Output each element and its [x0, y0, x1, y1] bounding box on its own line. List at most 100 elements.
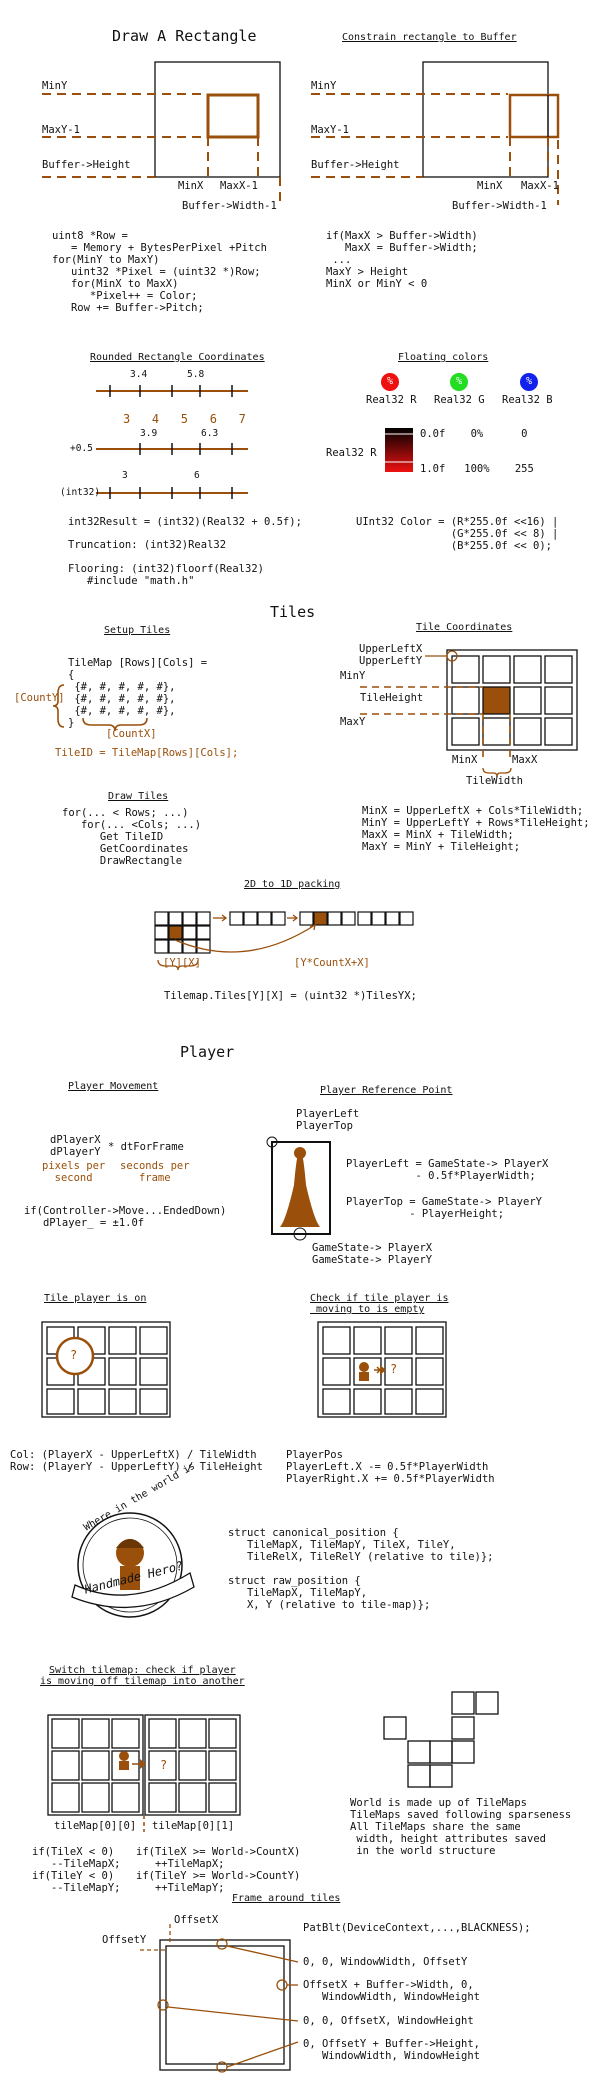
truncation-code: Truncation: (int32)Real32: [68, 539, 227, 551]
packing-title: 2D to 1D packing: [244, 879, 341, 890]
check-question: ?: [390, 1362, 398, 1376]
handmade-hero-badge: [71, 1512, 195, 1618]
switch-code-left: if(TileX < 0) --TileMapX; if(TileY < 0) …: [32, 1846, 121, 1894]
c-maxy-label: MaxY-1: [311, 124, 349, 136]
tile-coords-grid: [360, 649, 578, 778]
draw-tiles-code: for(... < Rows; ...) for(... <Cols; ...)…: [62, 807, 202, 867]
n39: 3.9: [140, 428, 158, 439]
tileid-code: TileID = TileMap[Rows][Cols];: [55, 747, 239, 759]
int32-cast: (int32): [60, 487, 101, 498]
gamestate-label: GameState-> PlayerX GameState-> PlayerY: [312, 1242, 433, 1266]
constrain-code: if(MaxX > Buffer->Width) MaxX = Buffer->…: [326, 230, 478, 290]
tc-minx-label: MinX: [452, 754, 478, 766]
miny-label: MinY: [42, 80, 68, 92]
tc-maxx-label: MaxX: [512, 754, 538, 766]
setup-braces: [52, 684, 148, 732]
county-label: [CountY]: [14, 692, 65, 704]
tile-on-question: ?: [70, 1348, 78, 1362]
switch-grids: [47, 1714, 241, 1832]
player-title: Player: [180, 1043, 235, 1061]
seconds-per-frame: seconds per frame: [120, 1160, 190, 1184]
pos-code: PlayerPos PlayerLeft.X -= 0.5f*PlayerWid…: [286, 1449, 495, 1485]
tile-on-title: Tile player is on: [44, 1293, 147, 1304]
check-empty-title: Check if tile player is moving to is emp…: [310, 1293, 449, 1315]
offsety-label: OffsetY: [102, 1934, 147, 1946]
scale-row-1: 1.0f 100% 255: [420, 463, 534, 475]
flooring-code: Flooring: (int32)floorf(Real32) #include…: [68, 563, 264, 587]
frame-title: Frame around tiles: [232, 1893, 341, 1904]
draw-rect-title: Draw A Rectangle: [112, 27, 257, 45]
coords-code: MinX = UpperLeftX + Cols*TileWidth; MinY…: [362, 805, 590, 853]
pack-code: Tilemap.Tiles[Y][X] = (uint32 *)TilesYX;: [164, 990, 417, 1002]
blue-dot: %: [520, 373, 538, 391]
frame-code-1: PatBlt(DeviceContext,...,BLACKNESS);: [303, 1922, 531, 1934]
color-code: UInt32 Color = (R*255.0f <<16) | (G*255.…: [356, 516, 559, 552]
frame-code-5: 0, OffsetY + Buffer->Height, WindowWidth…: [303, 2038, 481, 2062]
red-dot: %: [381, 373, 399, 391]
check-empty-grid: [317, 1321, 447, 1418]
real32-g: Real32 G: [434, 394, 485, 406]
maxx-label: MaxX-1: [220, 180, 258, 192]
draw-tiles-title: Draw Tiles: [108, 791, 169, 802]
tile-on-grid: [41, 1321, 171, 1418]
player-ref-title: Player Reference Point: [320, 1085, 453, 1096]
c-miny-label: MinY: [311, 80, 337, 92]
tilemap-01: tileMap[0][1]: [152, 1820, 235, 1832]
frame-code-3: OffsetX + Buffer->Width, 0, WindowWidth,…: [303, 1979, 481, 2003]
draw-rect-code: uint8 *Row = = Memory + BytesPerPixel +P…: [52, 230, 267, 314]
move-code: if(Controller->Move...EndedDown) dPlayer…: [24, 1205, 227, 1229]
colrow-code: Col: (PlayerX - UpperLeftX) / TileWidth …: [10, 1449, 263, 1473]
playerleft-top-label: PlayerLeft PlayerTop: [296, 1108, 360, 1132]
setup-code: TileMap [Rows][Cols] = { {#, #, #, #, #}…: [68, 657, 208, 729]
n3: 3: [122, 470, 128, 481]
upperleftx-label: UpperLeftX: [359, 643, 423, 655]
playerleft-code: PlayerLeft = GameState-> PlayerX - 0.5f*…: [346, 1158, 549, 1182]
player-movement-title: Player Movement: [68, 1081, 159, 1092]
struct-code: struct canonical_position { TileMapX, Ti…: [228, 1527, 494, 1611]
draw-rect-diagram: [42, 61, 281, 202]
frame-diagram: [140, 1924, 299, 2073]
ycountx-label: [Y*CountX+X]: [294, 957, 370, 969]
tile-coords-title: Tile Coordinates: [416, 622, 513, 633]
frame-code-2: 0, 0, WindowWidth, OffsetY: [303, 1956, 468, 1968]
world-text: World is made up of TileMaps TileMaps sa…: [350, 1797, 572, 1857]
n63: 6.3: [201, 428, 219, 439]
bufw-label: Buffer->Width-1: [182, 200, 277, 212]
c-minx-label: MinX: [477, 180, 503, 192]
scale-row-0: 0.0f 0% 0: [420, 428, 528, 440]
tilemap-00: tileMap[0][0]: [54, 1820, 137, 1832]
tilewidth-label: TileWidth: [466, 775, 523, 787]
dplayer-vars: dPlayerX dPlayerY: [50, 1134, 101, 1158]
tiles-title: Tiles: [270, 603, 316, 621]
player-reference-figure: [266, 1136, 331, 1241]
n6: 6: [194, 470, 200, 481]
bufh-label: Buffer->Height: [42, 159, 131, 171]
n58: 5.8: [187, 369, 205, 380]
c-bufh-label: Buffer->Height: [311, 159, 400, 171]
switch-code-right: if(TileX >= World->CountX) ++TileMapX; i…: [136, 1846, 301, 1894]
pixels-per-second: pixels per second: [42, 1160, 106, 1184]
upperlefty-label: UpperLeftY: [359, 655, 423, 667]
offsetx-label: OffsetX: [174, 1914, 219, 1926]
setup-tiles-title: Setup Tiles: [104, 625, 171, 636]
real32-r: Real32 R: [366, 394, 417, 406]
constrain-diagram: [311, 61, 560, 205]
maxy-label: MaxY-1: [42, 124, 80, 136]
switch-question: ?: [160, 1758, 168, 1772]
colors-title: Floating colors: [398, 352, 489, 363]
green-dot: %: [450, 373, 468, 391]
red-gradient-bar: [385, 428, 413, 472]
yx-label: [Y][X]: [163, 957, 201, 969]
frame-code-4: 0, 0, OffsetX, WindowHeight: [303, 2015, 474, 2027]
c-maxx-label: MaxX-1: [521, 180, 559, 192]
c-bufw-label: Buffer->Width-1: [452, 200, 547, 212]
plus-half: +0.5: [70, 443, 93, 454]
playertop-code: PlayerTop = GameState-> PlayerY - Player…: [346, 1196, 542, 1220]
n34: 3.4: [130, 369, 148, 380]
rounded-title: Rounded Rectangle Coordinates: [90, 352, 265, 363]
integer-row: 3 4 5 6 7: [123, 412, 246, 426]
dt-label: * dtForFrame: [108, 1141, 184, 1153]
constrain-title: Constrain rectangle to Buffer: [342, 32, 517, 43]
tc-maxy-label: MaxY: [340, 716, 366, 728]
